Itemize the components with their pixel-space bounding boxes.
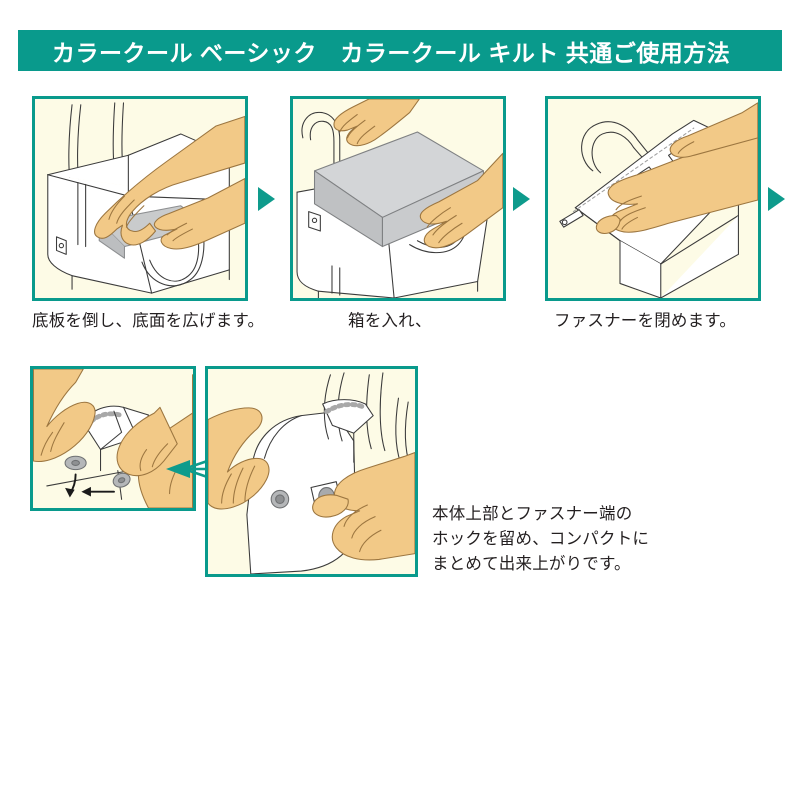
- final-step-caption: 本体上部とファスナー端の ホックを留め、コンパクトに まとめて出来上がりです。: [432, 502, 752, 577]
- step-3-illustration-panel: [545, 96, 761, 301]
- step-arrow-3-to-4: [768, 187, 785, 211]
- snap-closeup-illustration-panel: [30, 366, 196, 511]
- illustration-insert-box: [296, 99, 503, 298]
- final-caption-line-2: ホックを留め、コンパクトに: [432, 530, 650, 549]
- step-1-caption: 底板を倒し、底面を広げます。: [32, 312, 265, 330]
- snap-fasten-illustration-panel: [205, 366, 418, 577]
- step-arrow-1-to-2: [258, 187, 275, 211]
- step-2-illustration-panel: [290, 96, 506, 301]
- illustration-close-zipper: [559, 102, 758, 298]
- step-3-caption: ファスナーを閉めます。: [554, 312, 737, 330]
- step-arrow-2-to-3: [513, 187, 530, 211]
- final-caption-line-3: まとめて出来上がりです。: [432, 555, 631, 574]
- step-1-illustration-panel: [32, 96, 248, 301]
- step-2-caption: 箱を入れ、: [348, 312, 432, 330]
- illustration-snap-closeup: [33, 369, 193, 508]
- illustration-snap-fasten: [208, 372, 415, 574]
- illustration-insert-base-board: [47, 102, 245, 294]
- final-caption-line-1: 本体上部とファスナー端の: [432, 505, 633, 523]
- header-bar: カラークール ベーシック カラークール キルト 共通ご使用方法: [18, 30, 782, 71]
- page-title: カラークール ベーシック カラークール キルト 共通ご使用方法: [52, 39, 731, 66]
